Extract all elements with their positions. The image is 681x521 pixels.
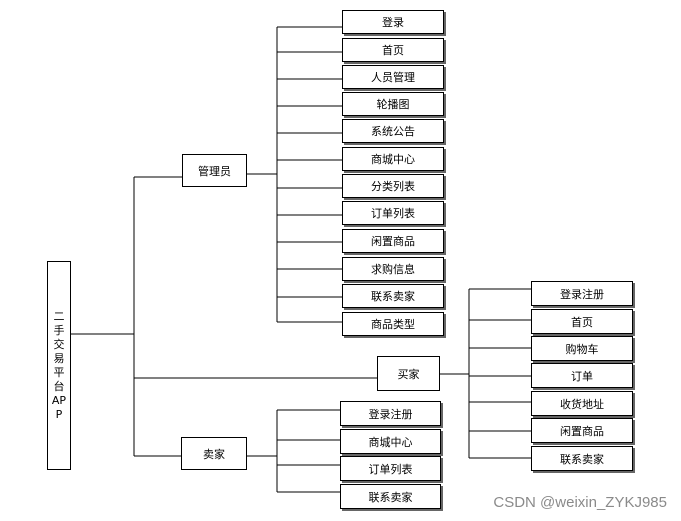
leaf-node: 首页 bbox=[342, 38, 444, 62]
leaf-node: 登录注册 bbox=[340, 401, 441, 426]
leaf-node: 商城中心 bbox=[342, 147, 444, 171]
leaf-node: 订单 bbox=[531, 363, 633, 388]
root-char: 台 bbox=[53, 379, 65, 393]
group-node-admin: 管理员 bbox=[182, 154, 247, 187]
leaf-node: 闲置商品 bbox=[531, 418, 633, 443]
root-char: P bbox=[55, 407, 63, 421]
leaf-label: 登录注册 bbox=[560, 287, 604, 301]
leaf-label: 求购信息 bbox=[371, 263, 415, 276]
leaf-label: 订单 bbox=[571, 369, 593, 383]
leaf-label: 分类列表 bbox=[371, 180, 415, 193]
leaf-label: 联系卖家 bbox=[368, 490, 413, 504]
leaf-label: 商城中心 bbox=[368, 435, 413, 449]
leaf-node: 联系卖家 bbox=[342, 284, 444, 308]
group-label: 卖家 bbox=[203, 447, 225, 461]
leaf-node: 订单列表 bbox=[340, 456, 441, 481]
leaf-node: 闲置商品 bbox=[342, 229, 444, 253]
leaf-label: 人员管理 bbox=[371, 71, 415, 84]
group-node-seller: 卖家 bbox=[181, 437, 247, 470]
leaf-label: 登录 bbox=[382, 16, 404, 29]
leaf-node: 登录 bbox=[342, 10, 444, 34]
leaf-label: 登录注册 bbox=[368, 407, 413, 421]
leaf-label: 系统公告 bbox=[371, 125, 415, 138]
root-node: 二 手 交 易 平 台 AP P bbox=[47, 261, 71, 470]
leaf-node: 登录注册 bbox=[531, 281, 633, 306]
leaf-node: 系统公告 bbox=[342, 119, 444, 143]
leaf-node: 联系卖家 bbox=[531, 446, 633, 471]
leaf-node: 联系卖家 bbox=[340, 484, 441, 509]
leaf-label: 闲置商品 bbox=[371, 235, 415, 248]
leaf-label: 收货地址 bbox=[560, 397, 604, 411]
group-node-buyer: 买家 bbox=[377, 356, 440, 391]
leaf-label: 联系卖家 bbox=[371, 290, 415, 303]
root-char: 平 bbox=[53, 365, 65, 379]
leaf-node: 人员管理 bbox=[342, 65, 444, 89]
leaf-node: 求购信息 bbox=[342, 257, 444, 281]
watermark-text: CSDN @weixin_ZYKJ985 bbox=[493, 494, 667, 511]
group-label: 买家 bbox=[397, 367, 420, 381]
leaf-label: 订单列表 bbox=[368, 462, 413, 476]
leaf-node: 收货地址 bbox=[531, 391, 633, 416]
leaf-node: 商品类型 bbox=[342, 312, 444, 336]
root-char: 二 bbox=[53, 309, 65, 323]
leaf-node: 购物车 bbox=[531, 336, 633, 361]
leaf-node: 商城中心 bbox=[340, 429, 441, 454]
leaf-node: 分类列表 bbox=[342, 174, 444, 198]
leaf-node: 轮播图 bbox=[342, 92, 444, 116]
root-char: AP bbox=[51, 393, 67, 407]
leaf-label: 商城中心 bbox=[371, 153, 415, 166]
leaf-node: 首页 bbox=[531, 309, 633, 334]
leaf-label: 商品类型 bbox=[371, 318, 415, 331]
leaf-label: 订单列表 bbox=[371, 207, 415, 220]
root-char: 手 bbox=[53, 323, 65, 337]
leaf-label: 首页 bbox=[571, 315, 593, 329]
leaf-label: 联系卖家 bbox=[560, 452, 604, 466]
group-label: 管理员 bbox=[198, 164, 231, 178]
leaf-label: 闲置商品 bbox=[560, 424, 604, 438]
leaf-label: 购物车 bbox=[565, 342, 599, 356]
leaf-label: 轮播图 bbox=[376, 98, 410, 111]
root-char: 易 bbox=[53, 351, 65, 365]
leaf-node: 订单列表 bbox=[342, 201, 444, 225]
leaf-label: 首页 bbox=[382, 44, 404, 57]
root-char: 交 bbox=[53, 337, 65, 351]
